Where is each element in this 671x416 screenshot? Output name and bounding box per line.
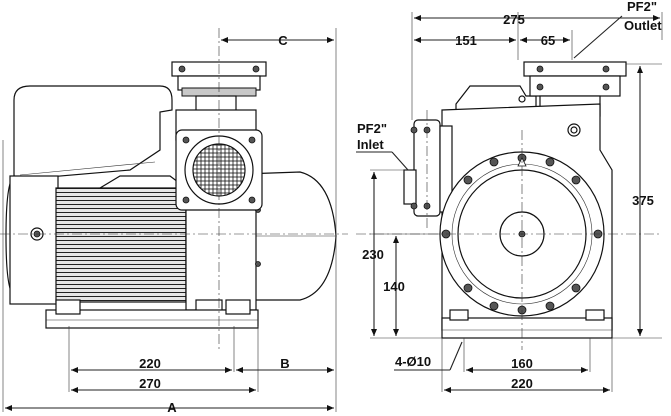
dim-140: 140	[383, 279, 405, 294]
inlet-label-size: PF2"	[357, 121, 387, 136]
motor-cooling-fins	[55, 187, 187, 303]
dim-151: 151	[455, 33, 477, 48]
front-base	[441, 317, 613, 339]
dim-B: B	[280, 356, 289, 371]
dim-220-front: 220	[511, 376, 533, 391]
dim-270: 270	[139, 376, 161, 391]
dim-C: C	[278, 33, 288, 48]
dim-275: 275	[503, 12, 525, 27]
dim-230: 230	[362, 247, 384, 262]
flange-bolts	[441, 153, 603, 315]
front-view: 275 151 65 PF2" Outlet	[356, 0, 663, 393]
dim-375: 375	[632, 193, 654, 208]
dim-220-side: 220	[139, 356, 161, 371]
outlet-label-size: PF2"	[627, 0, 657, 14]
outlet-label-name: Outlet	[624, 18, 662, 33]
dim-A: A	[167, 400, 177, 415]
inlet-label-name: Inlet	[357, 137, 384, 152]
dim-160: 160	[511, 356, 533, 371]
terminal-box	[13, 85, 173, 181]
side-view: C 220 B 270 A	[0, 28, 348, 415]
dim-mounting-holes: 4-Ø10	[395, 354, 431, 369]
inlet-strainer	[192, 143, 246, 197]
dim-65: 65	[541, 33, 555, 48]
side-base	[45, 309, 259, 329]
